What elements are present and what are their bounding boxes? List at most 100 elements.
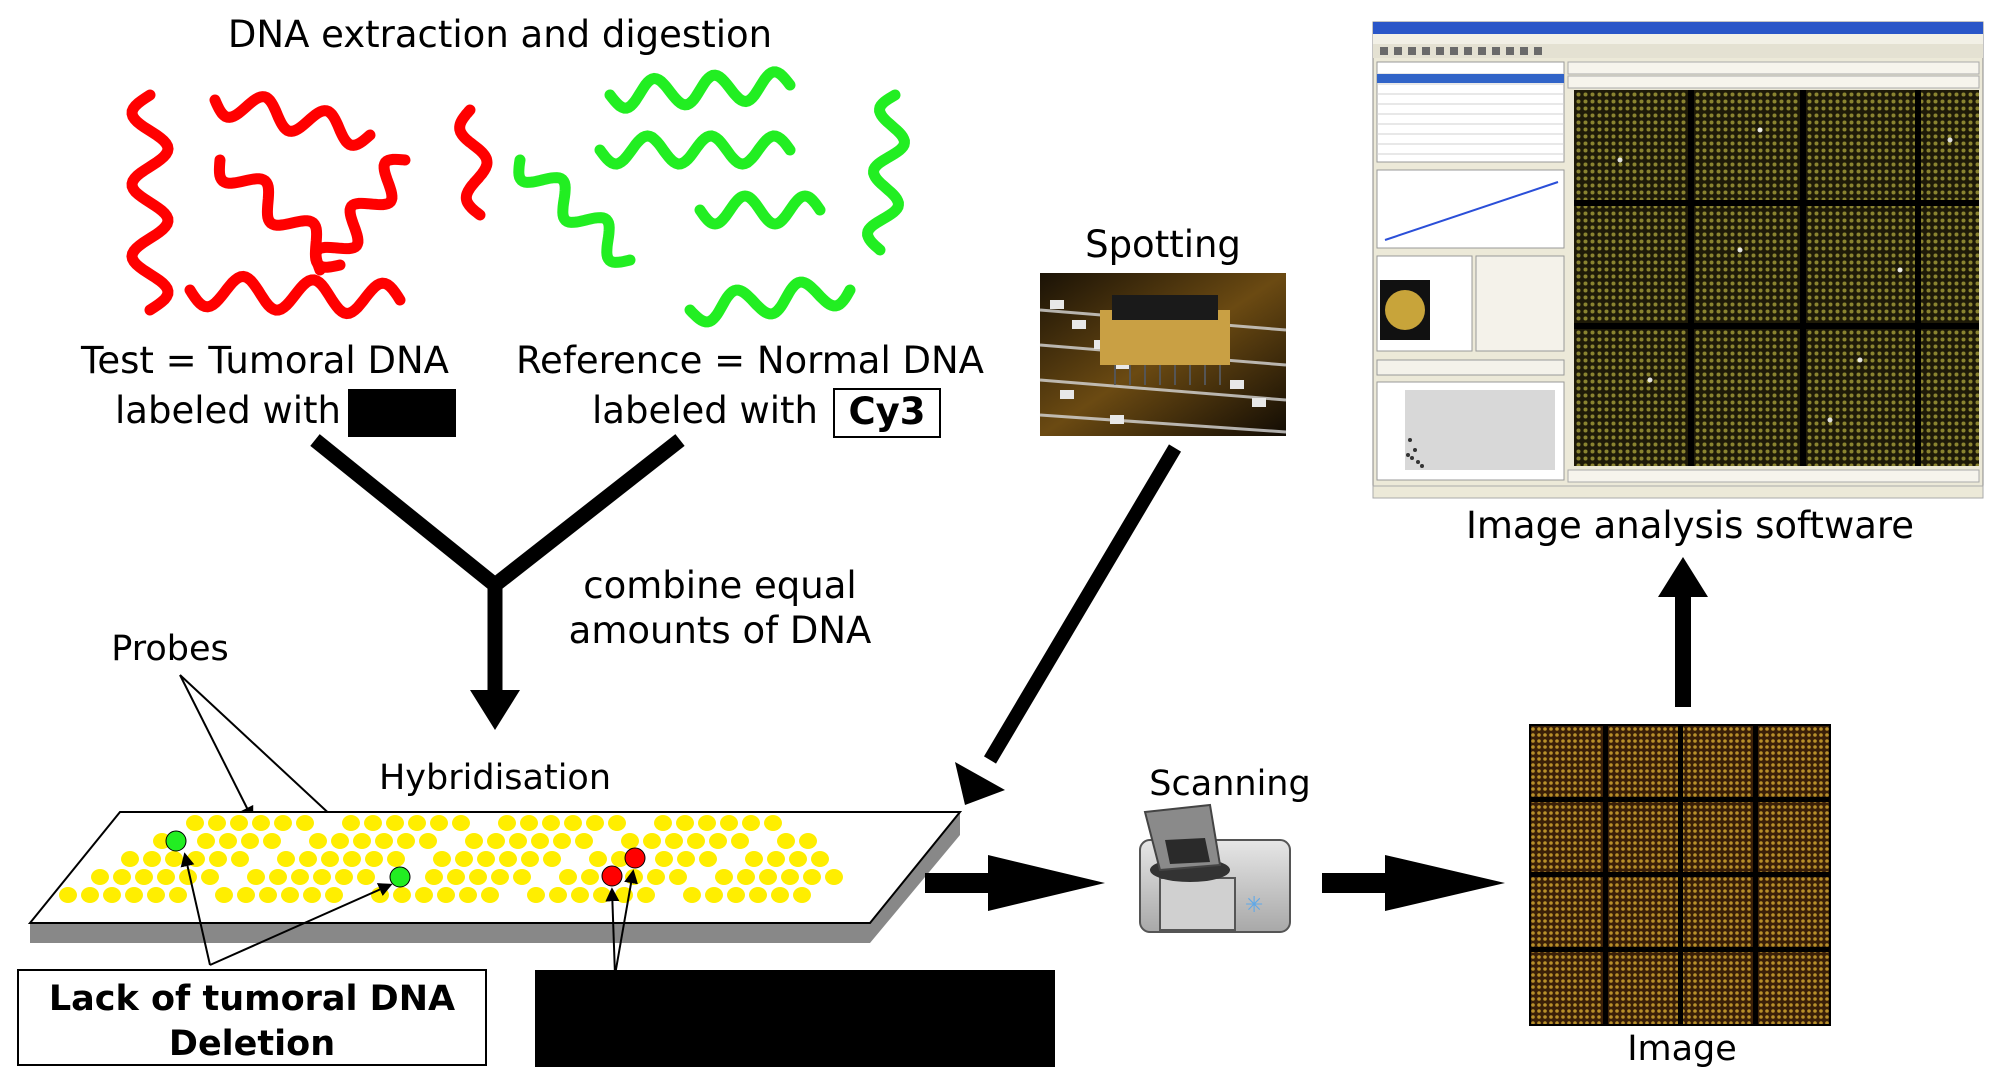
probe-spot [749, 887, 767, 903]
microarray-slide [27, 811, 963, 924]
probe-spot [263, 833, 281, 849]
probe-spot [553, 833, 571, 849]
probe-spot [169, 887, 187, 903]
probe-spot [593, 887, 611, 903]
probe-spot [281, 887, 299, 903]
amplification-box-line2: Amplification [665, 1026, 926, 1066]
probe-pointer-2 [179, 674, 353, 835]
probe-spot [121, 851, 139, 867]
probe-spot [135, 869, 153, 885]
red-strand [184, 270, 406, 320]
probe-spot [125, 887, 143, 903]
probe-spot [387, 851, 405, 867]
reference-label: Reference = Normal DNA [516, 339, 984, 382]
probe-spot [165, 851, 183, 867]
amplification-pointers [605, 869, 638, 976]
probe-spot [274, 815, 292, 831]
red-strand [310, 153, 411, 276]
probe-spot [564, 815, 582, 831]
probe-spot [303, 887, 321, 903]
scanner-to-image-arrowhead [1385, 855, 1505, 911]
scanner-to-image-arrow [1322, 873, 1387, 893]
probe-spot [611, 851, 629, 867]
green-strand [694, 190, 826, 230]
red-strand [209, 91, 376, 151]
probe-spot [737, 869, 755, 885]
probe-spot [186, 815, 204, 831]
probe-spot [586, 815, 604, 831]
probe-spot [777, 833, 795, 849]
tumoral-dna-strands [126, 89, 493, 320]
test-labeled-with: labeled with [115, 389, 341, 432]
probe-spot [608, 815, 626, 831]
probe-spot [705, 887, 723, 903]
test-label: Test = Tumoral DNA [80, 339, 449, 382]
probe-spot [683, 887, 701, 903]
probe-spot [676, 815, 694, 831]
deletion-box [17, 969, 487, 1066]
probe-spot [643, 833, 661, 849]
probe-spot [745, 851, 763, 867]
spotting-arrow [983, 444, 1182, 764]
probe-spot [491, 869, 509, 885]
probe-spot [247, 869, 265, 885]
probe-spot [208, 815, 226, 831]
probe-spot [321, 851, 339, 867]
deletion-spot-2 [389, 866, 411, 888]
probe-spot [59, 887, 77, 903]
probe-spot [715, 869, 733, 885]
probe-spot [143, 851, 161, 867]
probes-label: Probes [111, 629, 229, 669]
probe-spot [291, 869, 309, 885]
probe-spot [455, 851, 473, 867]
image-to-software-arrowhead [1658, 557, 1708, 597]
probe-spot [709, 833, 727, 849]
combine-label-line1: combine equal [583, 564, 856, 607]
hybridisation-label: Hybridisation [379, 758, 611, 798]
deletion-box-line2: Deletion [169, 1024, 335, 1064]
probe-spot [252, 815, 270, 831]
probe-spot [767, 851, 785, 867]
probe-spot [415, 887, 433, 903]
probe-spot [91, 869, 109, 885]
probe-spot [113, 869, 131, 885]
probe-spot [459, 887, 477, 903]
probe-spot [397, 833, 415, 849]
merge-arrowhead [470, 690, 520, 730]
deletion-spot-1 [165, 830, 187, 852]
probe-spot [799, 833, 817, 849]
probe-spot [764, 815, 782, 831]
title-label: DNA extraction and digestion [228, 13, 772, 56]
probe-spot [477, 851, 495, 867]
probe-spot [727, 887, 745, 903]
amplification-spot-2 [624, 847, 646, 869]
probe-spot [465, 833, 483, 849]
cy3-label: Cy3 [848, 390, 925, 433]
probe-spot [759, 869, 777, 885]
probe-spot [425, 869, 443, 885]
image-to-software-arrow [1675, 597, 1691, 707]
probe-spot [343, 851, 361, 867]
probe-spot [521, 851, 539, 867]
slide-to-scanner-arrow [925, 873, 990, 893]
probe-spot [621, 833, 639, 849]
probe-spot [342, 815, 360, 831]
probe-spot [277, 851, 295, 867]
amplification-box [535, 970, 1055, 1067]
reference-labeled-with: labeled with [592, 389, 818, 432]
probe-spot [296, 815, 314, 831]
probe-spot [447, 869, 465, 885]
probe-spot [335, 869, 353, 885]
probe-spot [481, 887, 499, 903]
probe-spot [365, 851, 383, 867]
probe-spot [241, 833, 259, 849]
laser-sparkle-icon: ✳ [1245, 893, 1263, 918]
probe-spot [575, 833, 593, 849]
probe-spot [655, 851, 673, 867]
probe-spot [325, 887, 343, 903]
probe-spot [437, 887, 455, 903]
probe-spot [375, 833, 393, 849]
deletion-pointers [180, 852, 393, 966]
probe-spot [487, 833, 505, 849]
probe-spot [571, 887, 589, 903]
